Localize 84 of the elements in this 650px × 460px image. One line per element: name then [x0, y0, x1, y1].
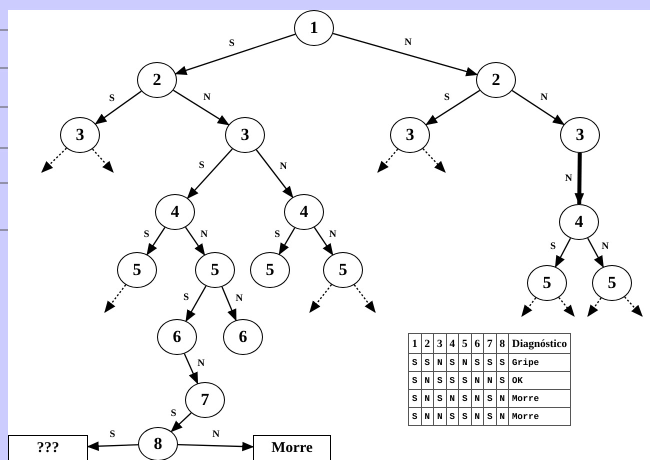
table-cell: 4 — [446, 334, 458, 354]
result-box: ??? — [8, 435, 88, 460]
arrow — [314, 227, 334, 256]
table-cell: S — [484, 354, 496, 372]
arrow — [170, 412, 192, 432]
table-cell: 8 — [496, 334, 508, 354]
arrow — [174, 34, 296, 75]
table-cell: S — [496, 354, 508, 372]
table-cell: N — [484, 372, 496, 390]
table-cell: S — [408, 372, 421, 390]
table-cell: S — [471, 354, 484, 372]
result-box: Morre — [253, 435, 331, 460]
arrow — [278, 228, 296, 256]
table-cell: N — [421, 372, 434, 390]
arrow — [178, 442, 254, 452]
table-cell: S — [458, 390, 471, 408]
table-cell: N — [458, 354, 471, 372]
table-cell: 6 — [471, 334, 484, 354]
dotted-arrow — [377, 148, 398, 173]
table-cell: OK — [508, 372, 570, 390]
dotted-arrow — [104, 284, 126, 313]
table-cell: N — [446, 390, 458, 408]
table-cell: S — [434, 390, 446, 408]
table-cell: N — [421, 390, 434, 408]
table-cell: S — [484, 390, 496, 408]
dotted-arrow — [521, 297, 536, 317]
arrow — [186, 148, 233, 199]
dotted-arrow — [558, 297, 575, 317]
arrow — [184, 353, 198, 384]
dotted-arrow — [41, 148, 67, 173]
table-cell: S — [446, 408, 458, 426]
table-cell: S — [408, 408, 421, 426]
table-cell: S — [408, 390, 421, 408]
arrow — [512, 90, 565, 126]
arrow — [186, 286, 206, 322]
table-cell: 7 — [484, 334, 496, 354]
table-cell: N — [471, 390, 484, 408]
edge-label: S — [443, 93, 451, 104]
dotted-arrow — [624, 296, 643, 317]
arrow — [185, 226, 206, 256]
dotted-arrow — [92, 148, 114, 173]
edge-label: S — [182, 293, 190, 304]
arrow — [221, 286, 237, 322]
arrow — [146, 227, 166, 256]
arrow — [86, 441, 138, 451]
table-cell: S — [458, 408, 471, 426]
table-cell: 5 — [458, 334, 471, 354]
table-cell: S — [408, 354, 421, 372]
table-cell: N — [496, 408, 508, 426]
table-cell: N — [471, 372, 484, 390]
dotted-arrow — [587, 298, 602, 317]
arrow — [256, 149, 294, 198]
arrow — [94, 90, 142, 124]
table-cell: N — [471, 408, 484, 426]
table-cell: S — [421, 354, 434, 372]
edge-label: S — [549, 242, 557, 252]
table-cell: S — [434, 372, 446, 390]
table-cell: S — [484, 408, 496, 426]
arrow — [574, 152, 584, 206]
table-cell: Morre — [508, 390, 570, 408]
table-cell: S — [458, 372, 471, 390]
table-cell: S — [446, 354, 458, 372]
table-cell: Diagnóstico — [508, 334, 570, 354]
arrow — [332, 32, 478, 76]
table-cell: 2 — [421, 334, 434, 354]
table-cell: S — [496, 372, 508, 390]
table-cell: S — [446, 372, 458, 390]
table-cell: N — [434, 408, 446, 426]
table-cell: Gripe — [508, 354, 570, 372]
dotted-arrow — [422, 148, 446, 173]
dotted-arrow — [354, 284, 376, 313]
arrow — [554, 238, 572, 268]
table-cell: N — [421, 408, 434, 426]
table-cell: 1 — [408, 334, 421, 354]
arrow — [587, 238, 604, 268]
edge-label: N — [564, 174, 574, 184]
table-cell: N — [496, 390, 508, 408]
arrow — [173, 90, 230, 126]
table-cell: 3 — [434, 334, 446, 354]
table-cell: Morre — [508, 408, 570, 426]
table-cell: N — [434, 354, 446, 372]
arrow — [425, 90, 480, 126]
dotted-arrow — [309, 284, 332, 313]
edge-label: N — [328, 230, 338, 240]
